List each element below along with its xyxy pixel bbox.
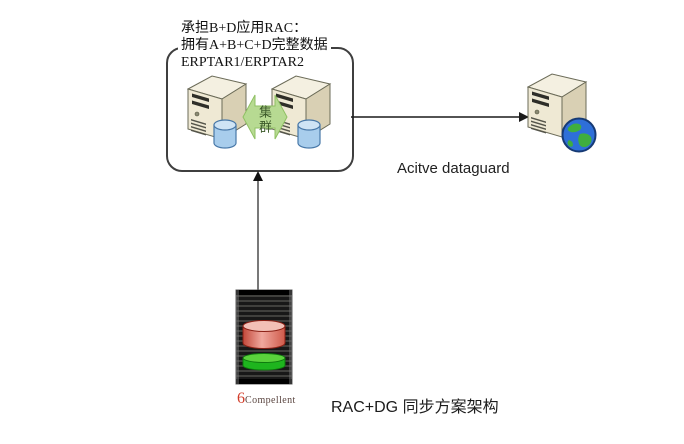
- globe-icon: [561, 117, 597, 153]
- dataguard-connector-arrow: [351, 112, 529, 122]
- compellent-storage-icon: [235, 289, 293, 385]
- cluster-sync-label: 集群: [257, 105, 272, 135]
- annotation-line-2: 拥有A+B+C+D完整数据: [181, 38, 328, 53]
- compellent-brand-label: 6Compellent: [237, 390, 296, 408]
- storage-disk-red-icon: [242, 320, 286, 349]
- cluster-annotation: 承担B+D应用RAC： 拥有A+B+C+D完整数据 ERPTAR1/ERPTAR…: [178, 20, 331, 71]
- storage-disk-green-icon: [242, 353, 286, 371]
- database-cylinder-icon: [213, 119, 237, 149]
- cluster-sync-double-arrow-icon: [242, 94, 288, 140]
- compellent-brand-name: Compellent: [245, 395, 296, 406]
- rac-server-node-1-icon: [187, 75, 247, 149]
- diagram-caption: RAC+DG 同步方案架构: [331, 399, 499, 416]
- annotation-line-1: 承担B+D应用RAC：: [181, 21, 308, 36]
- compellent-logo-mark: 6: [237, 390, 245, 407]
- dataguard-label: Acitve dataguard: [397, 160, 510, 177]
- annotation-line-3: ERPTAR1/ERPTAR2: [181, 55, 304, 70]
- database-cylinder-icon: [297, 119, 321, 149]
- storage-connector-arrow: [253, 171, 263, 290]
